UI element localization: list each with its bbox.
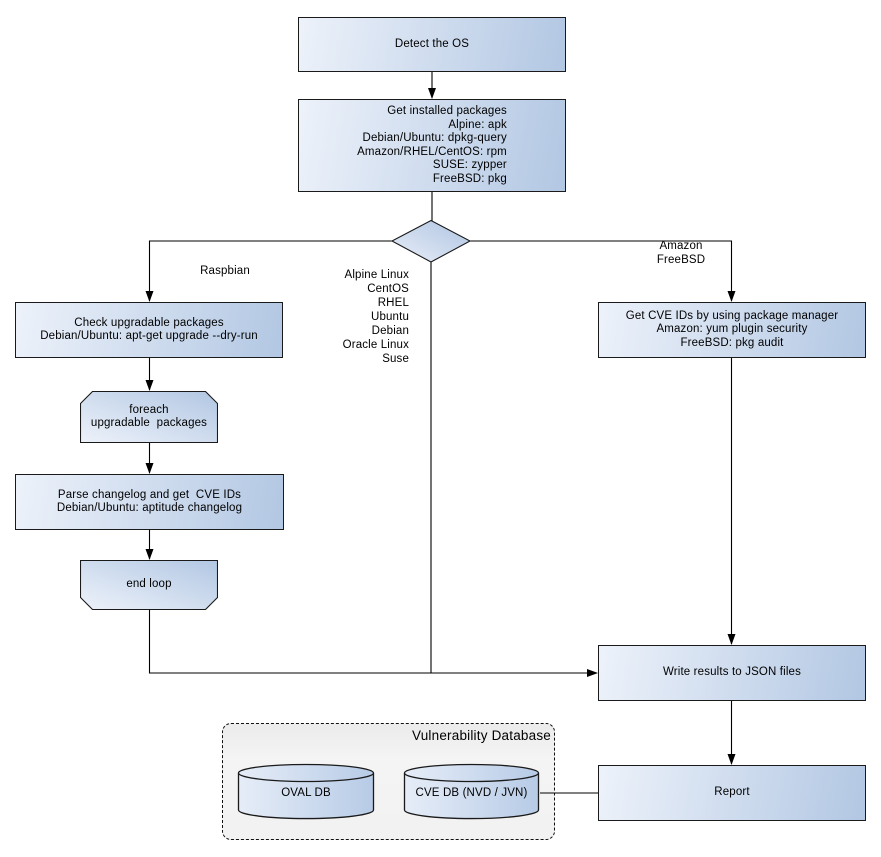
node-end-loop-label: end loop	[126, 578, 172, 591]
database-cylinder-icon	[237, 763, 375, 820]
edge-label-os-list: Alpine Linux CentOS RHEL Ubuntu Debian O…	[342, 269, 409, 365]
node-get-cve-ids-label: Get CVE IDs by using package manager Ama…	[625, 309, 839, 349]
node-report-label: Report	[714, 786, 750, 799]
loop-end-shape	[80, 560, 218, 610]
cve-db-cylinder: CVE DB (NVD / JVN)	[403, 763, 540, 821]
edge-label-raspbian: Raspbian	[200, 265, 250, 277]
oval-db-cylinder: OVAL DB	[237, 763, 375, 821]
oval-db-label: OVAL DB	[281, 787, 331, 799]
loop-limit-shape	[80, 391, 218, 443]
database-cylinder-icon	[403, 763, 540, 820]
decision-diamond	[390, 219, 472, 263]
node-get-installed-packages-label: Get installed packages Alpine: apk Debia…	[357, 105, 507, 185]
edge-endloop-to-write	[148, 610, 598, 677]
node-get-cve-ids: Get CVE IDs by using package manager Ama…	[598, 302, 866, 358]
edge-label-amazon-freebsd: Amazon FreeBSD	[656, 240, 706, 266]
node-report: Report	[598, 765, 866, 821]
node-end-loop: end loop	[80, 560, 218, 610]
node-check-upgradable-packages-label: Check upgradable packages Debian/Ubuntu:…	[40, 316, 258, 343]
node-check-upgradable-packages: Check upgradable packages Debian/Ubuntu:…	[15, 302, 283, 358]
node-parse-changelog-label: Parse changelog and get CVE IDs Debian/U…	[56, 488, 243, 515]
node-foreach-label: foreach upgradable packages	[90, 403, 208, 430]
cve-db-label: CVE DB (NVD / JVN)	[415, 787, 528, 799]
node-get-installed-packages: Get installed packages Alpine: apk Debia…	[298, 99, 566, 192]
node-write-results-json: Write results to JSON files	[598, 645, 866, 701]
node-write-results-json-label: Write results to JSON files	[662, 666, 802, 679]
node-parse-changelog: Parse changelog and get CVE IDs Debian/U…	[15, 474, 284, 530]
vulnerability-database-title: Vulnerability Database	[412, 728, 551, 743]
node-detect-os-label: Detect the OS	[394, 37, 470, 50]
node-detect-os: Detect the OS	[298, 17, 566, 72]
node-foreach-upgradable-packages: foreach upgradable packages	[80, 391, 218, 443]
